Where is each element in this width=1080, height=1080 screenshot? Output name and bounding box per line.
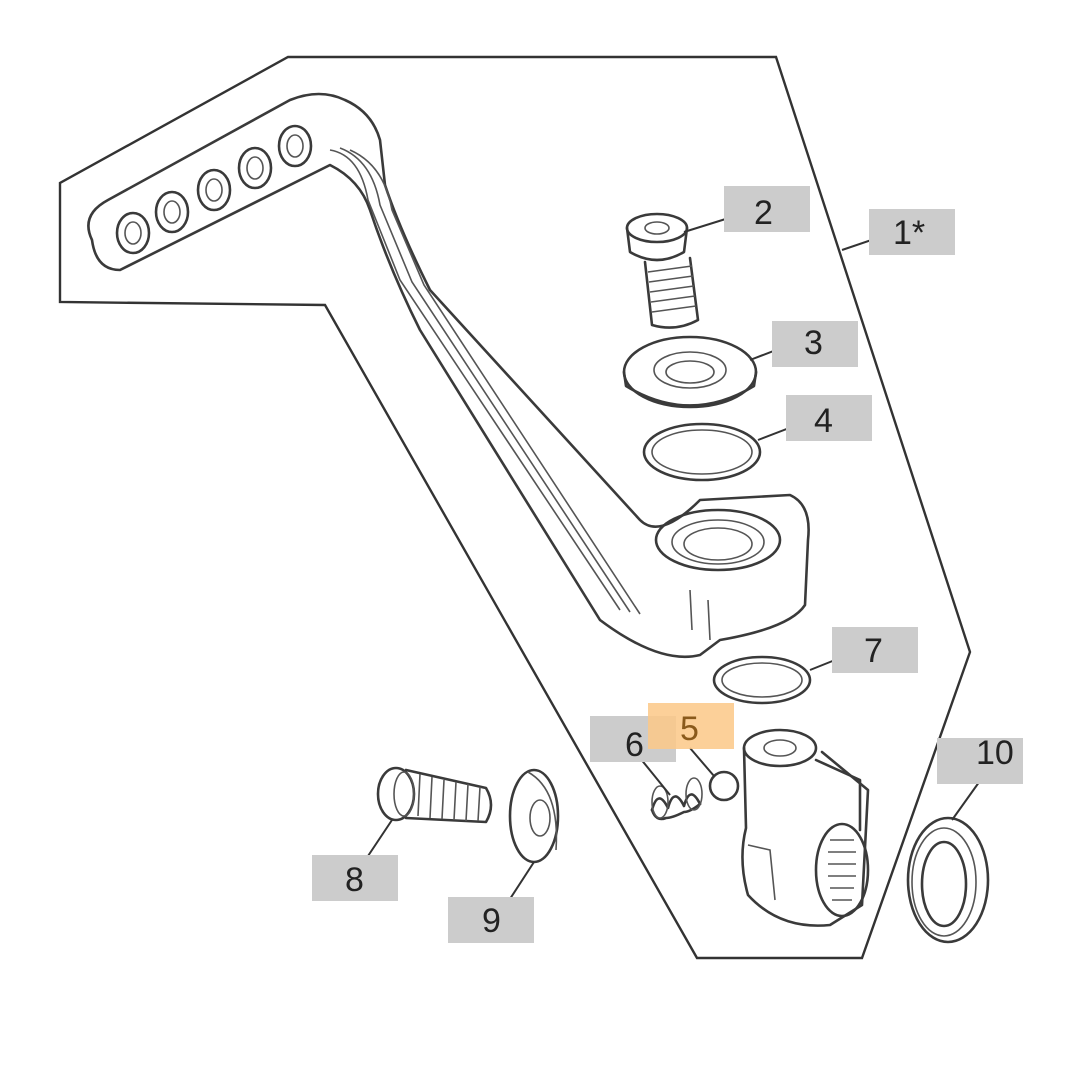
callout-10: 10 — [937, 734, 1023, 784]
washer-part-9 — [508, 768, 560, 864]
assembly-outline — [58, 55, 972, 960]
ball-part-5 — [708, 770, 740, 802]
callout-8-text: 8 — [345, 861, 364, 899]
bolt-part-2 — [625, 212, 700, 329]
callout-9: 9 — [448, 897, 534, 943]
pivot-bolt-part-8 — [376, 766, 493, 824]
bushing-part-3 — [622, 335, 758, 409]
lever-hole — [196, 168, 232, 212]
o-ring-part-4 — [642, 422, 762, 482]
callout-2: 2 — [724, 186, 810, 232]
pivot-clamp — [741, 728, 870, 927]
callout-2-text: 2 — [754, 194, 773, 232]
lever-hole — [154, 190, 190, 234]
callout-8: 8 — [312, 855, 398, 901]
callout-7-text: 7 — [864, 632, 883, 670]
callout-10-text: 10 — [976, 734, 1014, 772]
callout-1-text: 1* — [893, 214, 925, 252]
callout-6-text: 6 — [625, 726, 644, 764]
oil-seal-part-10 — [906, 816, 990, 944]
spring-part-6 — [650, 777, 703, 821]
lever-hole — [115, 211, 151, 255]
callout-3: 3 — [772, 321, 858, 367]
lever-arm — [87, 92, 810, 659]
callout-3-text: 3 — [804, 324, 823, 362]
o-ring-part-7 — [712, 655, 812, 705]
callout-9-text: 9 — [482, 902, 501, 940]
callout-5: 5 — [648, 703, 734, 749]
callout-4-text: 4 — [814, 402, 833, 440]
callout-7: 7 — [832, 627, 918, 673]
callout-1: 1* — [869, 209, 955, 255]
callout-4: 4 — [786, 395, 872, 441]
callout-5-text: 5 — [680, 710, 699, 748]
lever-hole — [237, 146, 273, 190]
lever-hole — [277, 124, 313, 168]
